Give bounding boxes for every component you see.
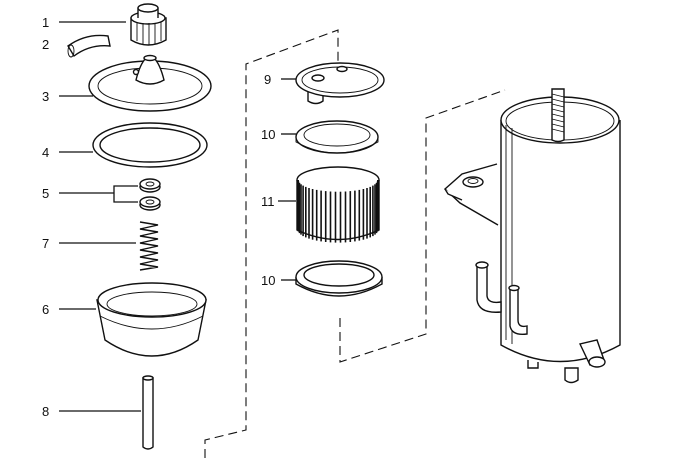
part-3-cover-plate [88,54,212,112]
filter-housing [443,88,621,384]
callout-3: 3 [42,89,49,104]
callout-11: 11 [261,194,275,209]
part-11-pleated-filter [296,166,380,243]
part-4-seal-ring [92,122,208,168]
part-8-rod [142,375,154,450]
leader-lines [59,21,296,412]
assembly-guide-lines [204,29,506,458]
part-7-spring [139,221,159,271]
part-10-upper-seal-ring [295,120,379,154]
callout-9: 9 [264,72,271,87]
part-6-bowl [96,282,207,357]
callout-labels: 1 2 3 4 5 7 6 8 9 10 11 10 [42,15,275,419]
part-2-hose-piece [67,34,111,58]
callout-10-upper: 10 [261,127,275,142]
callout-7: 7 [42,236,49,251]
part-10-lower-seal-ring [295,260,383,297]
callout-6: 6 [42,302,49,317]
part-1-knurled-cap [130,3,167,46]
callout-1: 1 [42,15,49,30]
callout-10-lower: 10 [261,273,275,288]
filter-pleats [297,180,379,243]
callout-5: 5 [42,186,49,201]
part-5-washers [139,178,161,211]
callout-2: 2 [42,37,49,52]
callout-8: 8 [42,404,49,419]
part-9-upper-plate [295,62,385,105]
callout-4: 4 [42,145,49,160]
